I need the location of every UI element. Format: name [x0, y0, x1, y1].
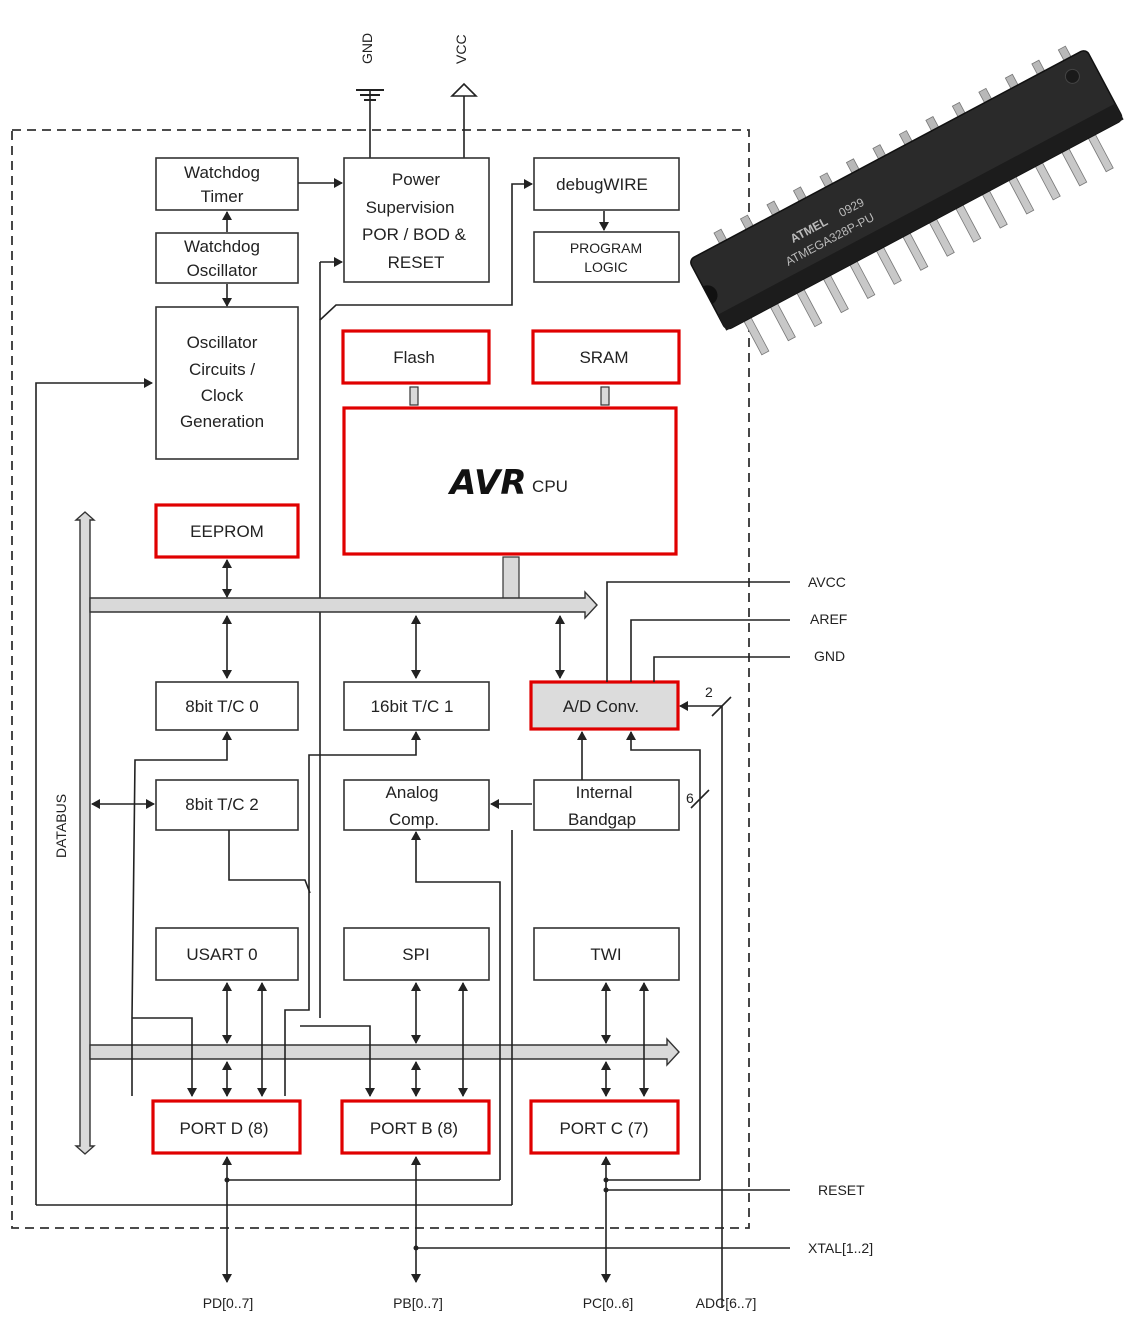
avr-cpu-block: AVR CPU [344, 408, 676, 554]
twi-block: TWI [534, 928, 679, 980]
avr-logo: AVR [447, 463, 527, 503]
bandgap-line2: Bandgap [568, 810, 636, 829]
oscillator-line2: Circuits / [189, 360, 255, 379]
program-logic-line2: LOGIC [584, 259, 628, 275]
program-logic-block: PROGRAM LOGIC [534, 232, 679, 282]
watchdog-osc-line1: Watchdog [184, 237, 260, 256]
analog-comp-line1: Analog [386, 783, 439, 802]
xtal-pin-label: XTAL[1..2] [808, 1240, 873, 1256]
spi-label: SPI [402, 945, 429, 964]
eeprom-block: EEPROM [156, 505, 298, 557]
watchdog-osc-line2: Oscillator [187, 261, 258, 280]
tc2-label: 8bit T/C 2 [185, 795, 258, 814]
tc0-label: 8bit T/C 0 [185, 697, 258, 716]
flash-block: Flash [343, 331, 489, 383]
atmega328p-chip-photo: ATMEL 0929 ATMEGA328P-PU [683, 38, 1137, 364]
gnd-label: GND [359, 33, 375, 64]
power-line4: RESET [388, 253, 445, 272]
oscillator-line4: Generation [180, 412, 264, 431]
cpu-bus-link [503, 557, 519, 599]
reset-pin-label: RESET [818, 1182, 865, 1198]
avcc-pin-label: AVCC [808, 574, 846, 590]
chip-body [689, 49, 1124, 331]
oscillator-block: Oscillator Circuits / Clock Generation [156, 307, 298, 459]
bandgap-block: Internal Bandgap [534, 780, 679, 830]
sram-cpu-link [601, 387, 609, 405]
gnd-supply: GND [356, 33, 384, 158]
adc-label: A/D Conv. [563, 697, 639, 716]
pb-pin-label: PB[0..7] [393, 1295, 443, 1311]
pc-pin-label: PC[0..6] [583, 1295, 634, 1311]
cpu-label: CPU [532, 477, 568, 496]
sram-label: SRAM [579, 348, 628, 367]
oscillator-line3: Clock [201, 386, 244, 405]
vcc-supply: VCC [452, 34, 476, 158]
portc-label: PORT C (7) [559, 1119, 648, 1138]
bandgap-line1: Internal [576, 783, 633, 802]
data-bus: DATABUS [53, 512, 679, 1154]
oscillator-line1: Oscillator [187, 333, 258, 352]
watchdog-oscillator-block: Watchdog Oscillator [156, 233, 298, 283]
flash-label: Flash [393, 348, 435, 367]
databus-label: DATABUS [53, 794, 69, 858]
portb-block: PORT B (8) [342, 1101, 489, 1153]
power-line3: POR / BOD & [362, 225, 467, 244]
tc1-block: 16bit T/C 1 [344, 682, 489, 730]
flash-cpu-link [410, 387, 418, 405]
debugwire-block: debugWIRE [534, 158, 679, 210]
watchdog-timer-block: Watchdog Timer [156, 158, 298, 210]
adc-pin-label: ADC[6..7] [696, 1295, 757, 1311]
spi-block: SPI [344, 928, 489, 980]
portd-label: PORT D (8) [179, 1119, 268, 1138]
power-supervision-block: Power Supervision POR / BOD & RESET [344, 158, 489, 282]
tc1-label: 16bit T/C 1 [371, 697, 454, 716]
gnd-pin-label: GND [814, 648, 845, 664]
usart-block: USART 0 [156, 928, 298, 980]
analog-comp-line2: Comp. [389, 810, 439, 829]
twi-label: TWI [590, 945, 621, 964]
power-line2: Supervision [366, 198, 455, 217]
program-logic-line1: PROGRAM [570, 240, 642, 256]
tc0-block: 8bit T/C 0 [156, 682, 298, 730]
eeprom-label: EEPROM [190, 522, 264, 541]
watchdog-timer-line1: Watchdog [184, 163, 260, 182]
power-line1: Power [392, 170, 441, 189]
usart-label: USART 0 [186, 945, 257, 964]
sram-block: SRAM [533, 331, 679, 383]
pd-pin-label: PD[0..7] [203, 1295, 254, 1311]
bandgap-bus-width: 6 [686, 790, 694, 806]
portb-label: PORT B (8) [370, 1119, 458, 1138]
chip-boundary [12, 130, 749, 1228]
watchdog-timer-line2: Timer [201, 187, 244, 206]
analog-comp-block: Analog Comp. [344, 780, 489, 830]
aref-pin-label: AREF [810, 611, 847, 627]
vcc-label: VCC [453, 34, 469, 64]
adc-bus-width: 2 [705, 684, 713, 700]
tc2-block: 8bit T/C 2 [156, 780, 298, 830]
portd-block: PORT D (8) [153, 1101, 300, 1153]
adc-block: A/D Conv. [531, 682, 678, 729]
debugwire-label: debugWIRE [556, 175, 648, 194]
portc-block: PORT C (7) [531, 1101, 678, 1153]
